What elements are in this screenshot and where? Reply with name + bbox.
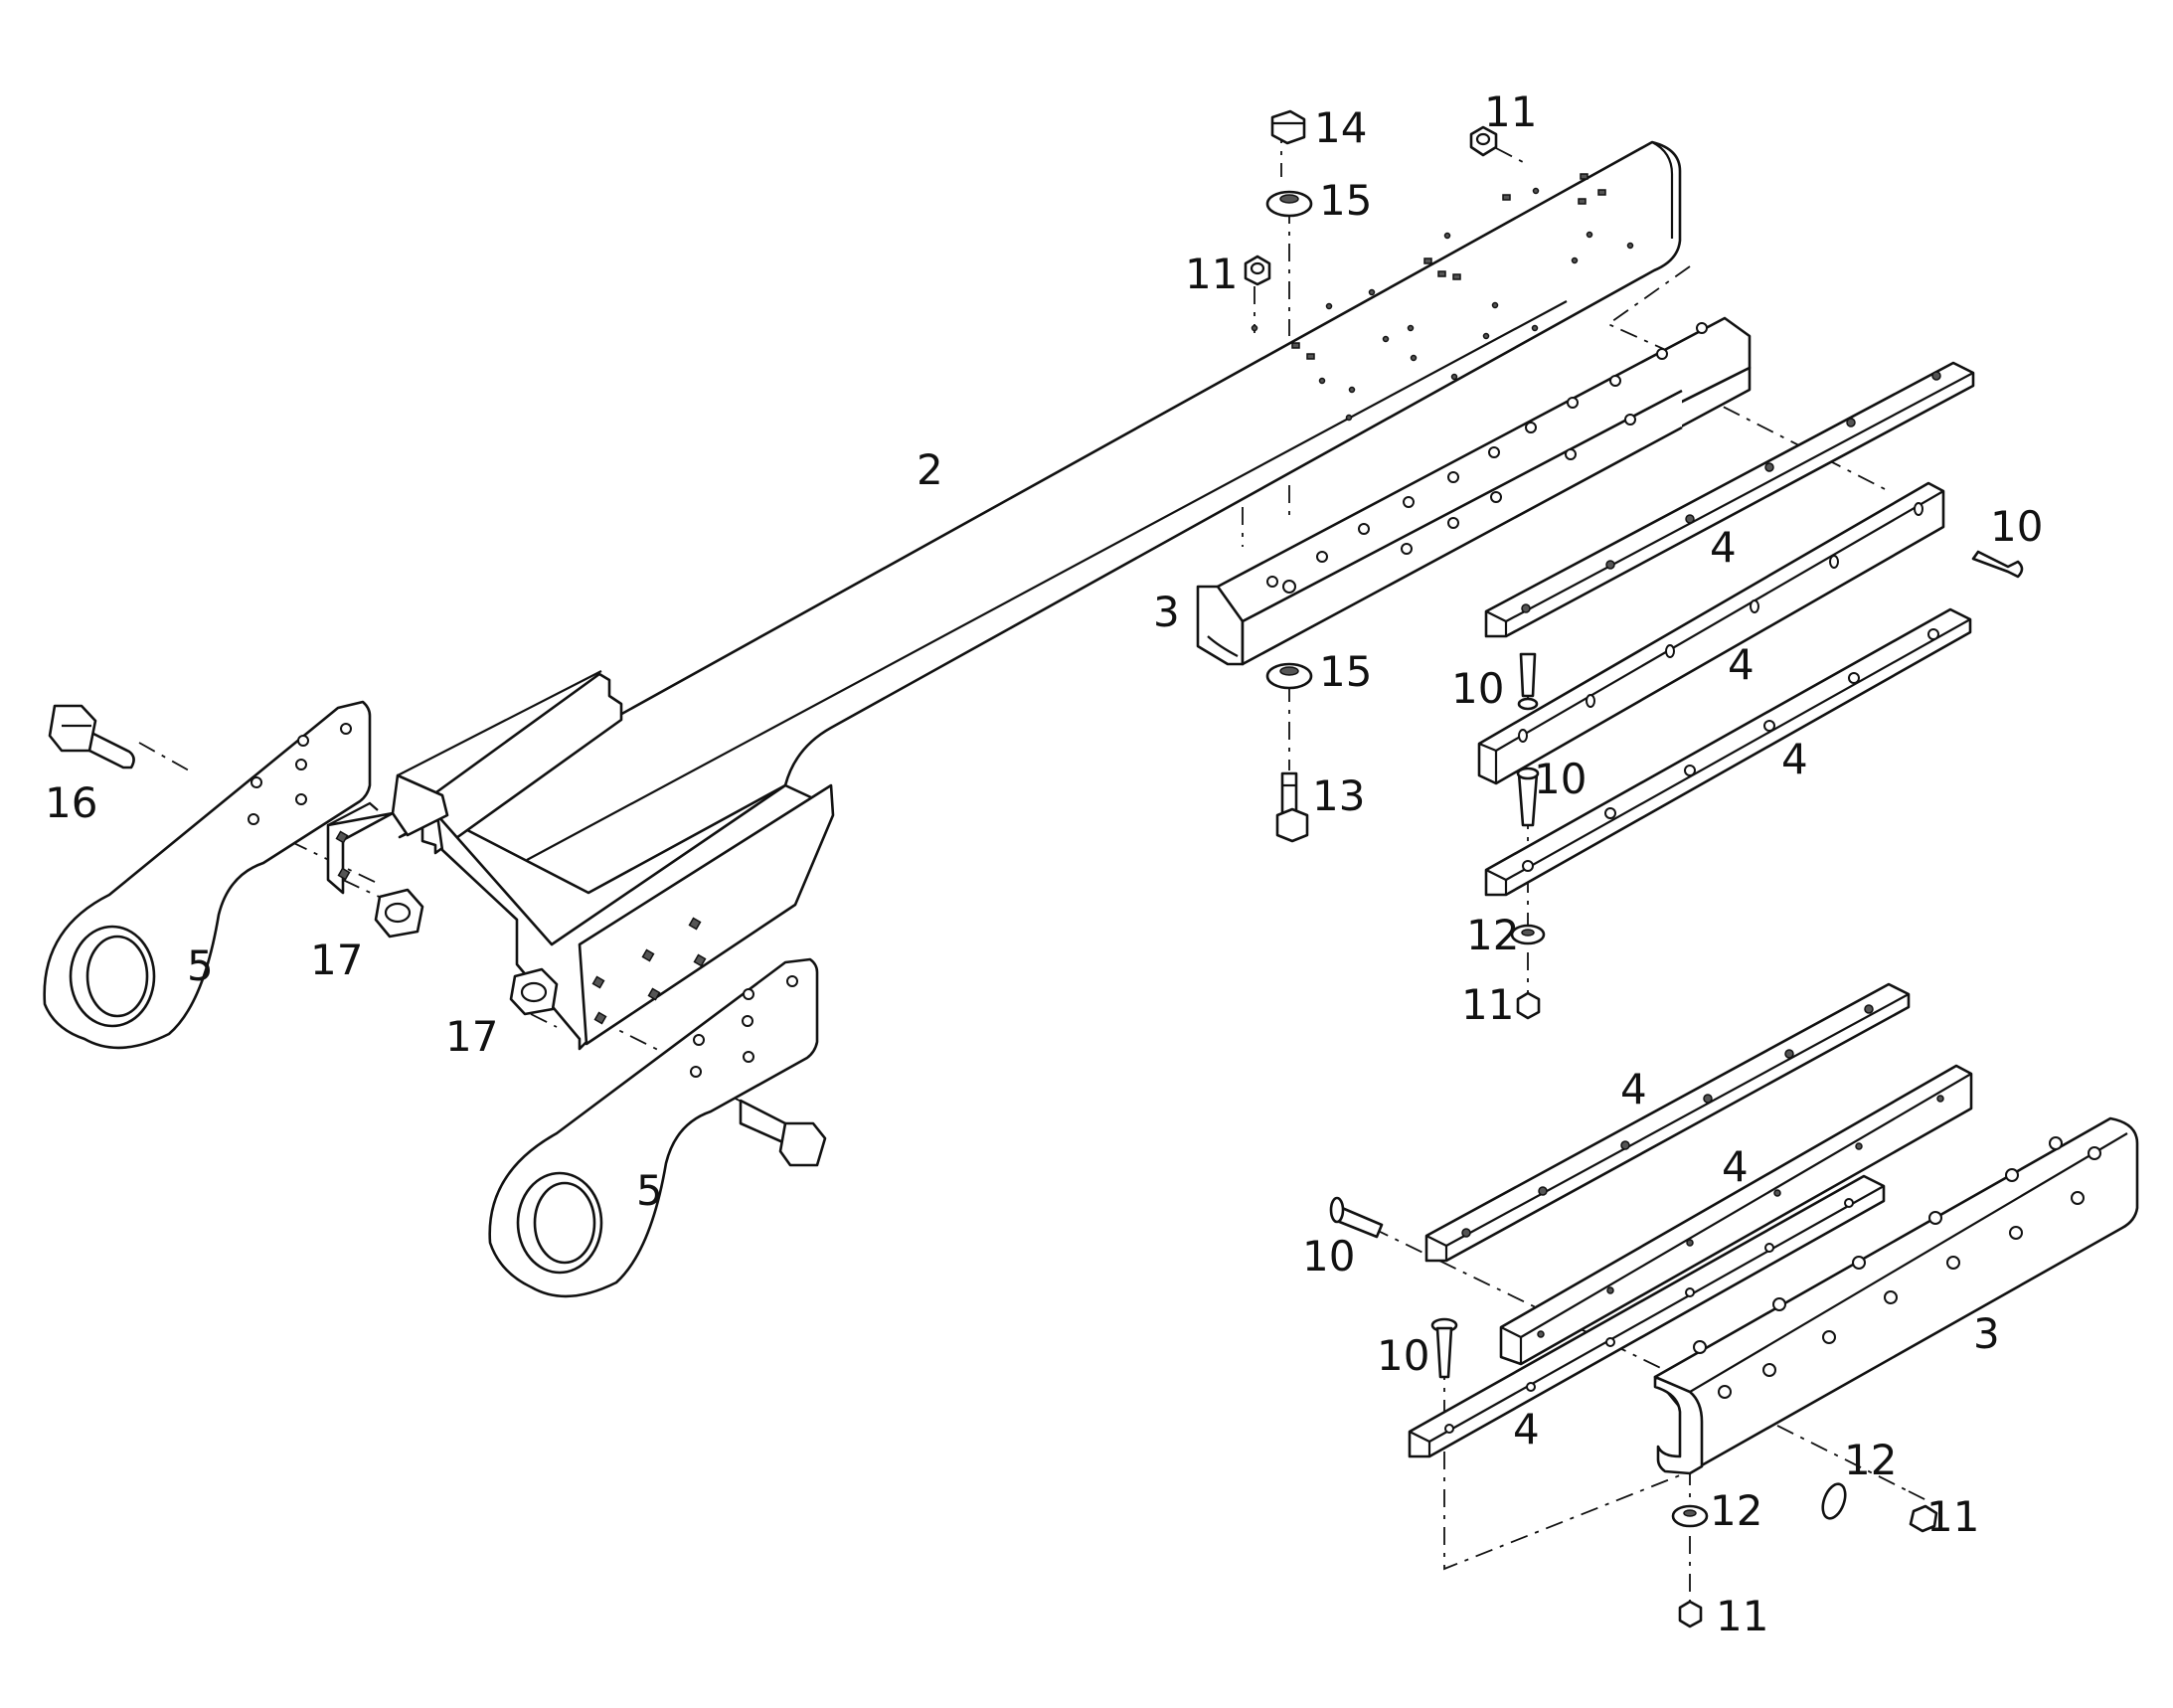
callout-17-a: 17 — [310, 936, 363, 984]
callout-14: 14 — [1314, 103, 1367, 152]
nut-part-17-a — [374, 888, 424, 939]
callout-labels: 2 3 3 4 4 4 4 4 4 5 5 10 10 10 10 10 11 … — [45, 87, 2043, 1640]
bracket-holes — [335, 830, 707, 1025]
callout-4-c: 4 — [1781, 735, 1808, 783]
callout-10-e: 10 — [1377, 1331, 1429, 1380]
washer-part-15-bottom — [1265, 662, 1313, 690]
callout-4-a: 4 — [1710, 523, 1737, 572]
callout-10-a: 10 — [1990, 502, 2043, 551]
rail-part-4-lower-3 — [1408, 1174, 1886, 1458]
washer-part-12-a — [1510, 924, 1546, 945]
rail-part-4-lower-1 — [1424, 982, 1911, 1263]
nut-part-11-c — [1516, 991, 1541, 1020]
callout-11-e: 11 — [1716, 1592, 1768, 1640]
nut-part-11-a — [1244, 255, 1271, 286]
channel-part-3-upper — [1196, 316, 1752, 666]
washer-part-12-b — [1671, 1504, 1709, 1528]
washer-part-12-c — [1821, 1482, 1847, 1520]
eye-bracket-part-5-left — [43, 700, 372, 1050]
callout-15-a: 15 — [1319, 176, 1372, 225]
callout-5-right: 5 — [636, 1166, 663, 1215]
callout-10-d: 10 — [1302, 1232, 1355, 1281]
callout-4-e: 4 — [1722, 1142, 1749, 1191]
washer-part-15-top — [1265, 190, 1313, 218]
callout-10-b: 10 — [1451, 664, 1504, 713]
callout-12-c: 12 — [1844, 1436, 1897, 1484]
screw-part-10-c — [1516, 767, 1540, 827]
callout-3-lower: 3 — [1973, 1309, 2000, 1358]
callout-16: 16 — [45, 778, 97, 827]
screw-part-10-e — [1430, 1317, 1458, 1379]
callout-12-a: 12 — [1466, 911, 1519, 959]
callout-11-d: 11 — [1926, 1492, 1979, 1541]
callout-4-d: 4 — [1620, 1065, 1647, 1113]
callout-3-upper: 3 — [1153, 588, 1180, 636]
rail-part-4-upper-2 — [1477, 481, 1945, 785]
callout-15-b: 15 — [1319, 647, 1372, 696]
screw-part-10-b — [1517, 652, 1539, 711]
callout-11-c: 11 — [1461, 980, 1514, 1029]
callout-5-left: 5 — [187, 941, 214, 990]
callout-4-f: 4 — [1513, 1405, 1540, 1453]
bolt-part-16-left — [48, 704, 135, 769]
callout-17-b: 17 — [445, 1012, 498, 1061]
bolt-part-16-right — [739, 1099, 827, 1167]
callout-2: 2 — [917, 445, 943, 494]
bolt-part-13 — [1275, 771, 1309, 843]
screw-part-10-a — [1971, 550, 2024, 579]
nut-part-17-b — [509, 967, 559, 1016]
callout-11-b: 11 — [1185, 250, 1238, 298]
nut-part-11-e — [1909, 1504, 1938, 1533]
channel-part-3-lower — [1653, 1116, 2139, 1475]
rail-part-4-upper-3 — [1484, 607, 1972, 897]
nut-part-14 — [1270, 109, 1306, 145]
callout-13: 13 — [1312, 771, 1365, 820]
rail-part-4-upper-1 — [1484, 361, 1975, 638]
callout-10-c: 10 — [1534, 755, 1587, 803]
nut-part-11-d — [1678, 1600, 1703, 1628]
nut-part-11-b — [1469, 125, 1498, 157]
callout-12-b: 12 — [1710, 1486, 1762, 1535]
eye-bracket-part-5-right — [488, 957, 819, 1298]
beam-part-2 — [326, 140, 1682, 1051]
callout-11-a: 11 — [1484, 87, 1537, 136]
callout-4-b: 4 — [1728, 640, 1755, 689]
screw-part-10-d — [1329, 1196, 1384, 1239]
beam-holes — [1251, 173, 1634, 422]
rail-part-4-lower-2 — [1499, 1064, 1973, 1366]
